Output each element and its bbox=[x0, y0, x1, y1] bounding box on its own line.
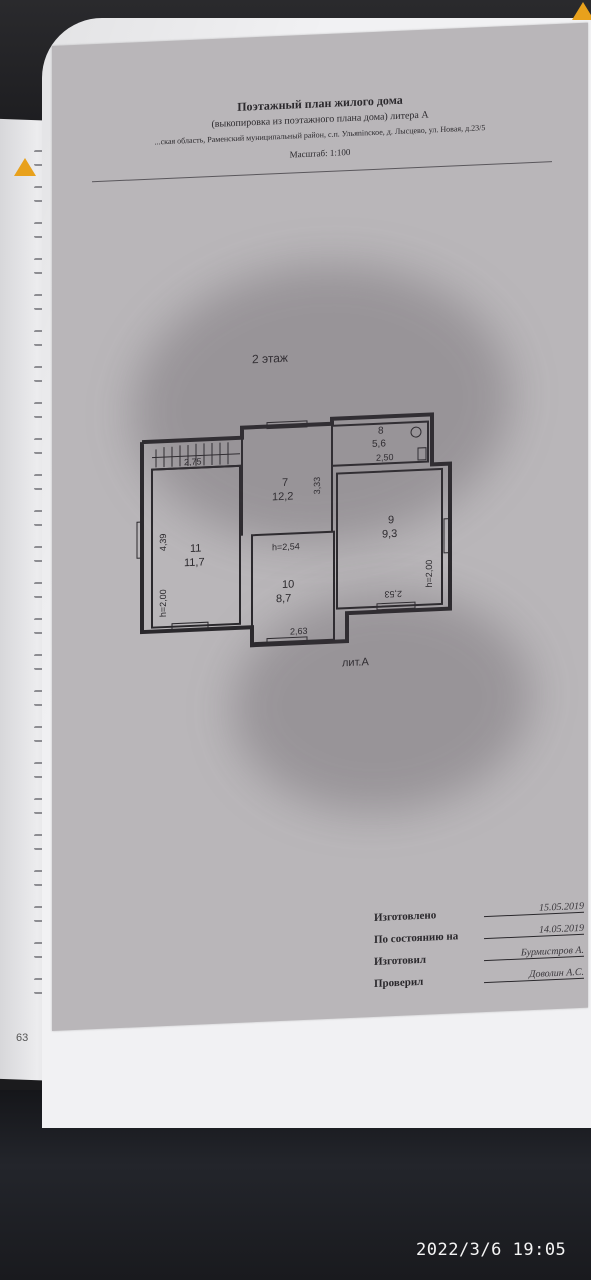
dim-room10-h: h=2,54 bbox=[272, 541, 300, 552]
page-number: 63 bbox=[16, 1032, 29, 1044]
room-11-area: 11,7 bbox=[184, 556, 205, 569]
made-by-value: Бурмистров А. bbox=[484, 944, 584, 962]
photo-timestamp: 2022/3/6 19:05 bbox=[416, 1240, 567, 1260]
as-of-label: По состоянию на bbox=[374, 930, 459, 946]
checked-value: Доволин А.С. bbox=[484, 966, 584, 984]
logo-right-icon bbox=[572, 2, 591, 20]
made-by-label: Изготовил bbox=[374, 953, 426, 968]
room-8-area: 5,6 bbox=[372, 438, 386, 450]
room-7-area: 12,2 bbox=[272, 490, 293, 503]
dim-room11-height: 4,39 bbox=[158, 533, 168, 551]
room-10-area: 8,7 bbox=[276, 593, 291, 606]
floor-plan-sheet: Поэтажный план жилого дома (выкопировка … bbox=[52, 22, 588, 1032]
room-9-number: 9 bbox=[388, 514, 394, 526]
dim-room8-width: 2,50 bbox=[376, 452, 394, 463]
checked-label: Проверил bbox=[374, 975, 424, 990]
as-of-value: 14.05.2019 bbox=[484, 922, 584, 940]
floor-plan: 7 12,2 8 5,6 9 9,3 10 8,7 11 11,7 2,75 3… bbox=[136, 412, 452, 648]
made-label: Изготовлено bbox=[374, 909, 437, 924]
logo-left-icon bbox=[14, 158, 36, 176]
room-11-number: 11 bbox=[190, 542, 201, 554]
dim-room9-h: h=2,00 bbox=[424, 560, 434, 588]
dim-stair: 2,75 bbox=[184, 456, 202, 467]
dim-room10-width: 2,63 bbox=[290, 626, 308, 637]
room-7-number: 7 bbox=[282, 477, 288, 489]
room-8-number: 8 bbox=[378, 426, 384, 437]
dim-room11-h: h=2,00 bbox=[158, 589, 168, 617]
room-9-area: 9,3 bbox=[382, 528, 397, 541]
dim-room9-width: 2,53 bbox=[384, 589, 402, 600]
made-value: 15.05.2019 bbox=[484, 900, 584, 918]
dim-room7-vertical: 3,33 bbox=[312, 477, 322, 495]
room-10-number: 10 bbox=[282, 578, 294, 591]
